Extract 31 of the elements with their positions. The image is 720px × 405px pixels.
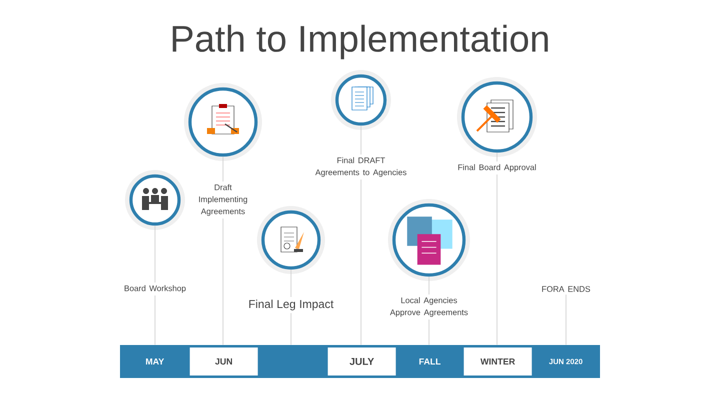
month-label: FALL — [419, 358, 441, 365]
connector-line — [290, 312, 292, 346]
milestone-label: Draft Implementing Agreements — [199, 184, 248, 216]
connector-line — [290, 269, 292, 298]
connector-line — [428, 319, 430, 346]
gavel-icon — [457, 77, 537, 157]
meeting-icon — [125, 170, 185, 230]
milestone-label: FORA ENDS — [542, 286, 590, 292]
documents-icon — [331, 70, 391, 130]
milestone-label: Final DRAFT Agreements to Agencies — [315, 157, 406, 177]
connector-line — [496, 152, 498, 162]
title: Path to Implementation — [172, 24, 548, 60]
month-box: JUN — [190, 348, 258, 376]
month-label: MAY — [146, 358, 164, 365]
documents-icon — [388, 199, 470, 281]
connector-line — [360, 125, 362, 155]
connector-line — [428, 276, 430, 295]
signing-icon — [184, 83, 262, 161]
milestone-label: Final Board Approval — [458, 164, 536, 172]
certificate-icon — [257, 206, 325, 274]
connector-line — [154, 295, 156, 346]
connector-line — [496, 174, 498, 346]
connector-line — [222, 218, 224, 346]
month-box: WINTER — [464, 348, 532, 376]
connector-line — [154, 225, 156, 283]
milestone-label: Final Leg Impact — [249, 300, 334, 310]
month-box: JULY — [328, 348, 396, 376]
milestone-label: Local Agencies Approve Agreements — [390, 297, 468, 317]
milestone-label: Board Workshop — [124, 285, 186, 293]
connector-line — [360, 179, 362, 346]
connector-line — [222, 156, 224, 182]
